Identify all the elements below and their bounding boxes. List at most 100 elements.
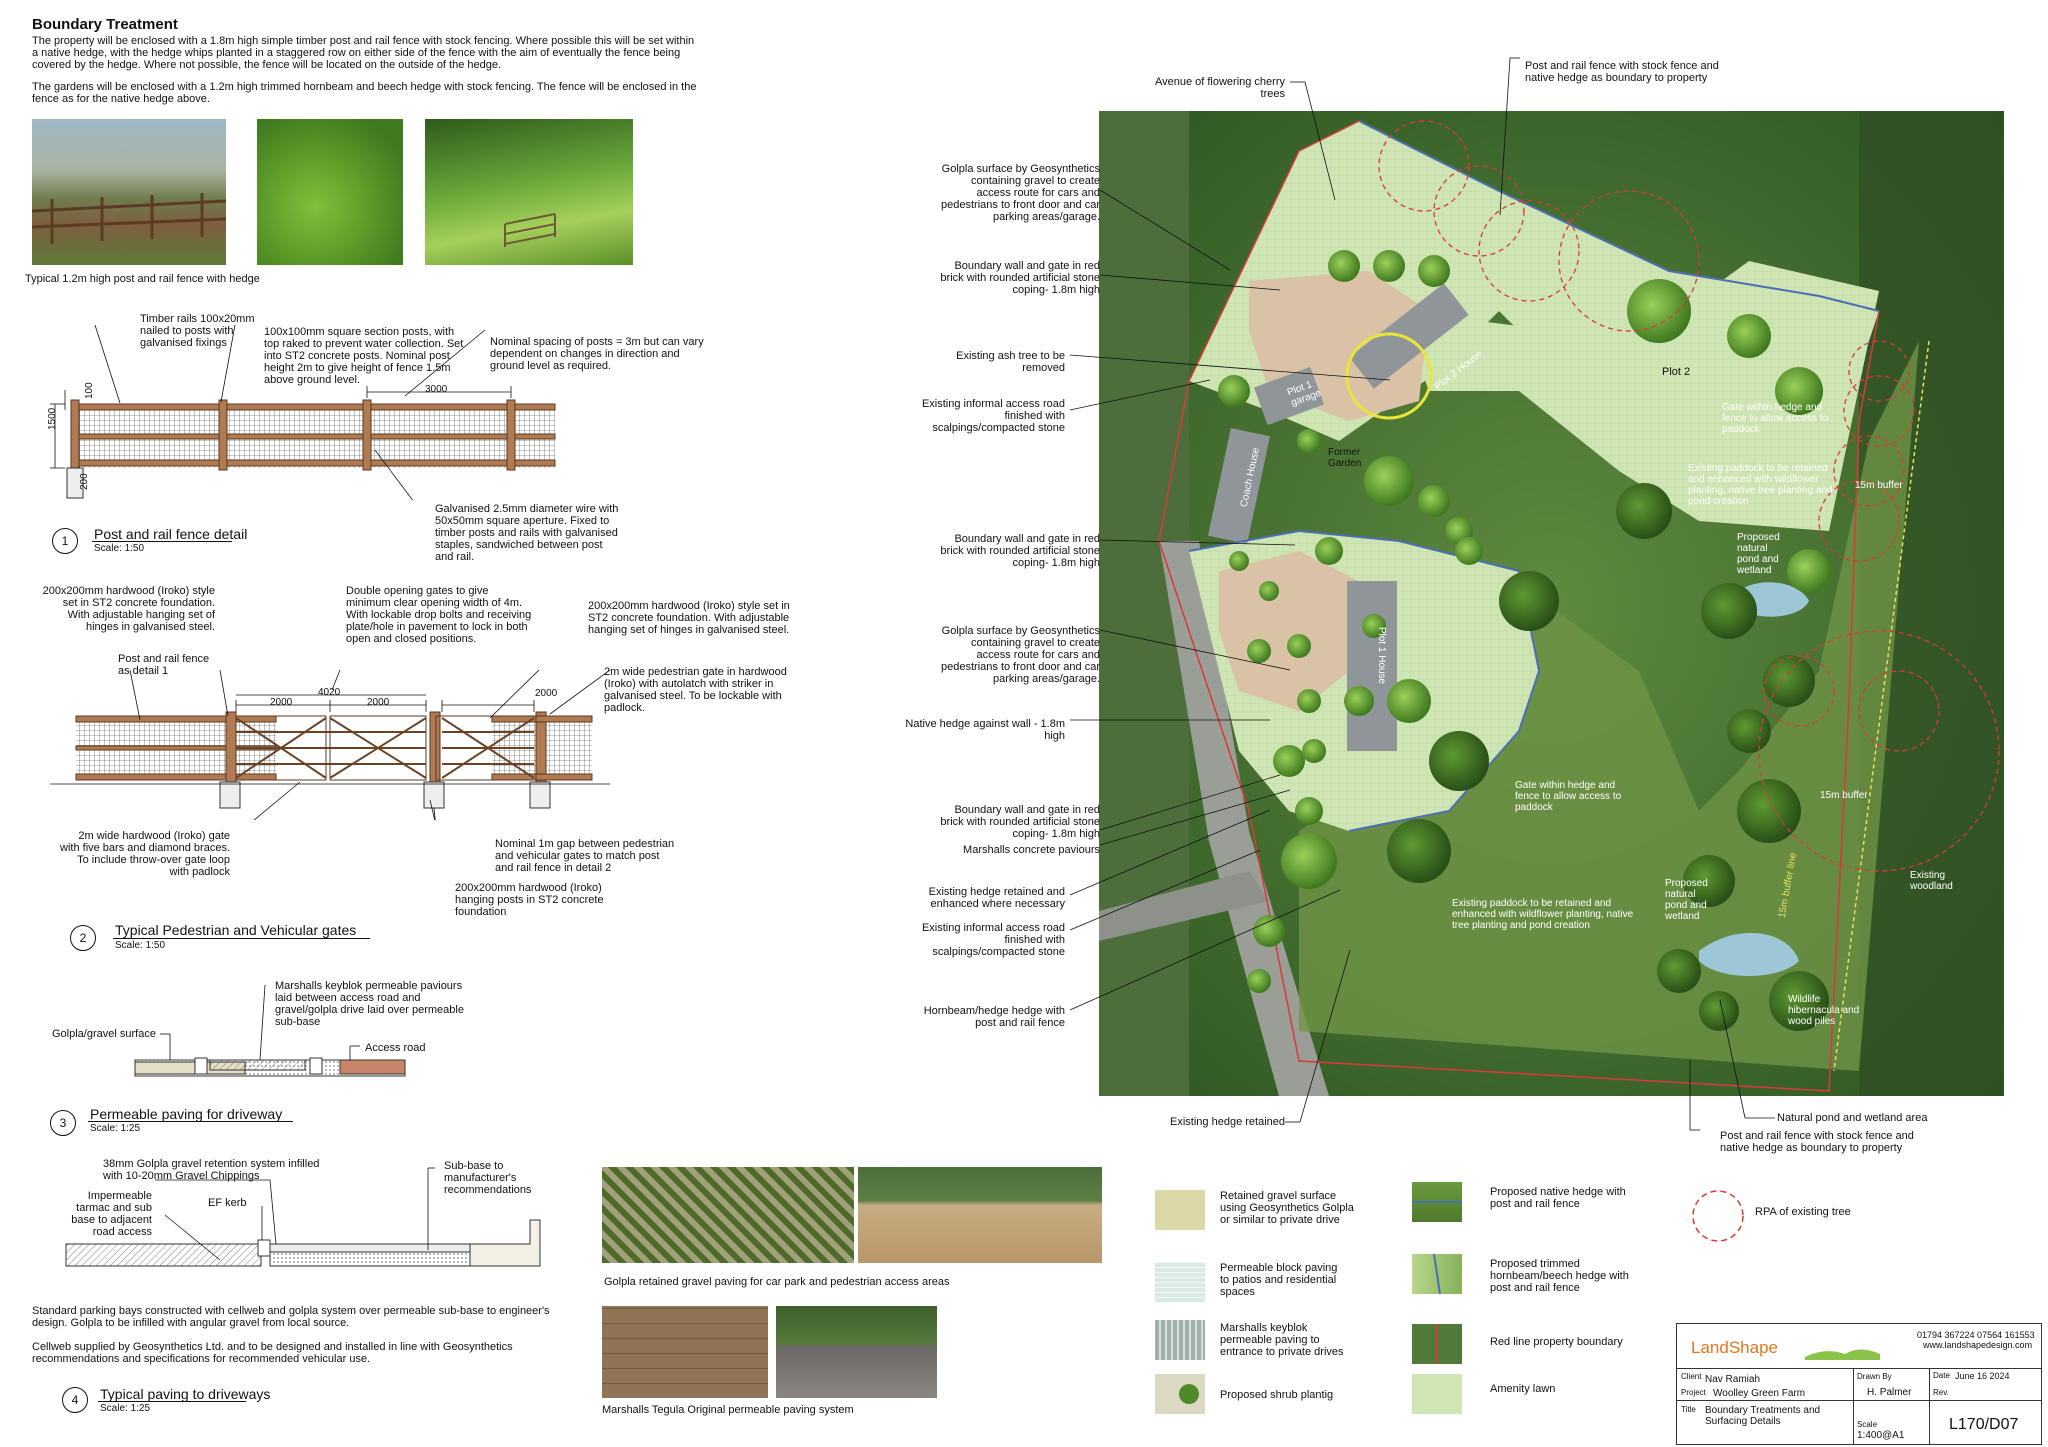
label-gap: Nominal 1m gap between pedestrian and ve… bbox=[495, 838, 675, 874]
date-value: June 16 2024 bbox=[1955, 1371, 2010, 1381]
callout-informal-road-2: Existing informal access road finished w… bbox=[921, 922, 1065, 958]
legend-swatch-keyblok bbox=[1155, 1320, 1205, 1360]
drawn-by-value: H. Palmer bbox=[1867, 1387, 1912, 1398]
gates-drawing bbox=[50, 670, 610, 820]
tegula-photo-2 bbox=[776, 1306, 937, 1398]
detail-3-scale: Scale: 1:25 bbox=[90, 1123, 141, 1134]
detail-2-scale: Scale: 1:50 bbox=[115, 940, 166, 951]
fence-illustration bbox=[32, 193, 226, 244]
rev-label: Rev. bbox=[1933, 1388, 1949, 1397]
plan-label-former-garden: Former Garden bbox=[1328, 447, 1362, 469]
title-value: Boundary Treatments and Surfacing Detail… bbox=[1705, 1405, 1821, 1427]
label-access-road: Access road bbox=[365, 1042, 426, 1054]
callout-wall-1: Boundary wall and gate in red brick with… bbox=[940, 260, 1100, 296]
coach-house-building bbox=[1208, 428, 1270, 544]
hornbeam-line-icon bbox=[1433, 1253, 1441, 1295]
website: www.landshapedesign.com bbox=[1923, 1340, 2033, 1350]
callout-post-rail-top: Post and rail fence with stock fence and… bbox=[1525, 60, 1719, 84]
tb-divider-2 bbox=[1677, 1400, 2041, 1401]
plan-label-hibernacula: Wildlife hibernacula and wood piles bbox=[1788, 994, 1860, 1027]
post-rail-fence-drawing bbox=[50, 324, 556, 500]
detail-4-scale: Scale: 1:25 bbox=[100, 1403, 151, 1414]
plan-label-paddock-2: Existing paddock to be retained and enha… bbox=[1452, 898, 1634, 931]
label-post-spacing: Nominal spacing of posts = 3m but can va… bbox=[490, 336, 704, 372]
project-value: Woolley Green Farm bbox=[1713, 1388, 1806, 1399]
legend-label-red-line: Red line property boundary bbox=[1490, 1336, 1623, 1348]
hedge-line-icon bbox=[1412, 1201, 1462, 1203]
scale-value: 1:400@A1 bbox=[1857, 1430, 1905, 1441]
legend-swatch-hornbeam bbox=[1412, 1253, 1462, 1295]
site-plan-drawing bbox=[1099, 111, 2004, 1096]
label-keyblok: Marshalls keyblok permeable paviours lai… bbox=[275, 980, 464, 1028]
callout-hedge-retained: Existing hedge retained and enhanced whe… bbox=[928, 886, 1065, 910]
dim-1500: 1500 bbox=[47, 407, 58, 430]
legend-label-native-hedge: Proposed native hedge with post and rail… bbox=[1490, 1186, 1626, 1210]
gate-illustration bbox=[504, 213, 556, 247]
legend-swatch-permeable bbox=[1155, 1262, 1205, 1302]
tb-divider-1 bbox=[1677, 1368, 2041, 1369]
driveway-paving-section bbox=[65, 1167, 541, 1267]
tb-divider-3 bbox=[1853, 1368, 1854, 1444]
hedge-gate-photo-3 bbox=[425, 119, 633, 265]
golpla-photo-caption: Golpla retained gravel paving for car pa… bbox=[604, 1276, 950, 1288]
legend-swatch-gravel bbox=[1155, 1190, 1205, 1230]
label-hanging-posts: 200x200mm hardwood (Iroko) hanging posts… bbox=[455, 882, 604, 918]
boundary-paragraph-1: The property will be enclosed with a 1.8… bbox=[32, 35, 695, 71]
label-timber-rails: Timber rails 100x20mm nailed to posts wi… bbox=[140, 313, 255, 349]
callout-wall-2: Boundary wall and gate in red brick with… bbox=[940, 533, 1100, 569]
detail-2-number: 2 bbox=[70, 925, 96, 951]
legend-label-lawn: Amenity lawn bbox=[1490, 1383, 1556, 1395]
red-line-icon bbox=[1436, 1324, 1438, 1364]
dim-2000-a: 2000 bbox=[270, 697, 293, 708]
detail-2-title: Typical Pedestrian and Vehicular gates bbox=[115, 922, 357, 938]
callout-cherry-trees: Avenue of flowering cherry trees bbox=[1154, 76, 1285, 100]
callout-golpla-2: Golpla surface by Geosynthetics containi… bbox=[941, 625, 1100, 685]
photo-caption: Typical 1.2m high post and rail fence wi… bbox=[25, 273, 260, 285]
dim-2000-c: 2000 bbox=[535, 688, 558, 699]
plan-label-woodland: Existing woodland bbox=[1910, 870, 1953, 892]
detail-4-title: Typical paving to driveways bbox=[100, 1386, 271, 1402]
callout-leaders bbox=[1069, 57, 1775, 1131]
hedge-photo-2 bbox=[257, 119, 403, 265]
title-block: LandShape 01794 367224 07564 161553 www.… bbox=[1676, 1323, 2042, 1445]
label-ef-kerb: EF kerb bbox=[208, 1197, 247, 1209]
label-sub-base: Sub-base to manufacturer's recommendatio… bbox=[444, 1160, 532, 1196]
hedge-fence-photo-1 bbox=[32, 119, 226, 265]
dim-3000: 3000 bbox=[425, 384, 448, 395]
project-label: Project bbox=[1681, 1388, 1706, 1397]
dim-200: 200 bbox=[79, 473, 90, 490]
dim-2000-b: 2000 bbox=[367, 697, 390, 708]
dim-4020: 4020 bbox=[318, 687, 341, 698]
drawn-by-label: Drawn By bbox=[1857, 1372, 1892, 1381]
legend-label-permeable: Permeable block paving to patios and res… bbox=[1220, 1262, 1338, 1298]
label-38mm-golpla: 38mm Golpla gravel retention system infi… bbox=[103, 1158, 320, 1182]
callout-post-rail-bottom: Post and rail fence with stock fence and… bbox=[1720, 1130, 1914, 1154]
label-double-gates: Double opening gates to give minimum cle… bbox=[346, 585, 532, 645]
phone-numbers: 01794 367224 07564 161553 bbox=[1917, 1330, 2035, 1340]
plan-label-buffer-1: 15m buffer bbox=[1855, 480, 1903, 491]
plan-label-gate-2: Gate within hedge and fence to allow acc… bbox=[1515, 780, 1622, 813]
legend-swatch-shrub bbox=[1155, 1374, 1205, 1414]
detail-3-title: Permeable paving for driveway bbox=[90, 1106, 283, 1122]
golpla-photo-2 bbox=[858, 1167, 1102, 1263]
site-plan bbox=[1099, 111, 2004, 1096]
callout-wall-3: Boundary wall and gate in red brick with… bbox=[940, 804, 1100, 840]
title-label: Title bbox=[1681, 1405, 1696, 1414]
callout-hedge-bottom: Existing hedge retained bbox=[1170, 1116, 1285, 1128]
detail-4-number: 4 bbox=[62, 1387, 88, 1413]
detail-3-number: 3 bbox=[50, 1110, 76, 1136]
detail-4-para-2: Cellweb supplied by Geosynthetics Ltd. a… bbox=[32, 1341, 513, 1365]
detail-4-underline bbox=[98, 1401, 246, 1402]
detail-1-number: 1 bbox=[52, 528, 78, 554]
plan-label-buffer-2: 15m buffer bbox=[1820, 790, 1868, 801]
date-label: Date bbox=[1933, 1371, 1950, 1380]
plan-label-paddock-1: Existing paddock to be retained and enha… bbox=[1688, 463, 1833, 507]
label-square-posts: 100x100mm square section posts, with top… bbox=[264, 326, 464, 386]
permeable-paving-section bbox=[134, 984, 406, 1077]
callout-ash-tree: Existing ash tree to be removed bbox=[956, 350, 1065, 374]
label-pedestrian-gate: 2m wide pedestrian gate in hardwood (Iro… bbox=[604, 666, 787, 714]
drawing-number: L170/D07 bbox=[1949, 1416, 2019, 1433]
callout-native-hedge-wall: Native hedge against wall - 1.8m high bbox=[905, 718, 1065, 742]
detail-3-underline bbox=[88, 1121, 293, 1122]
client-value: Nav Ramiah bbox=[1705, 1374, 1761, 1385]
